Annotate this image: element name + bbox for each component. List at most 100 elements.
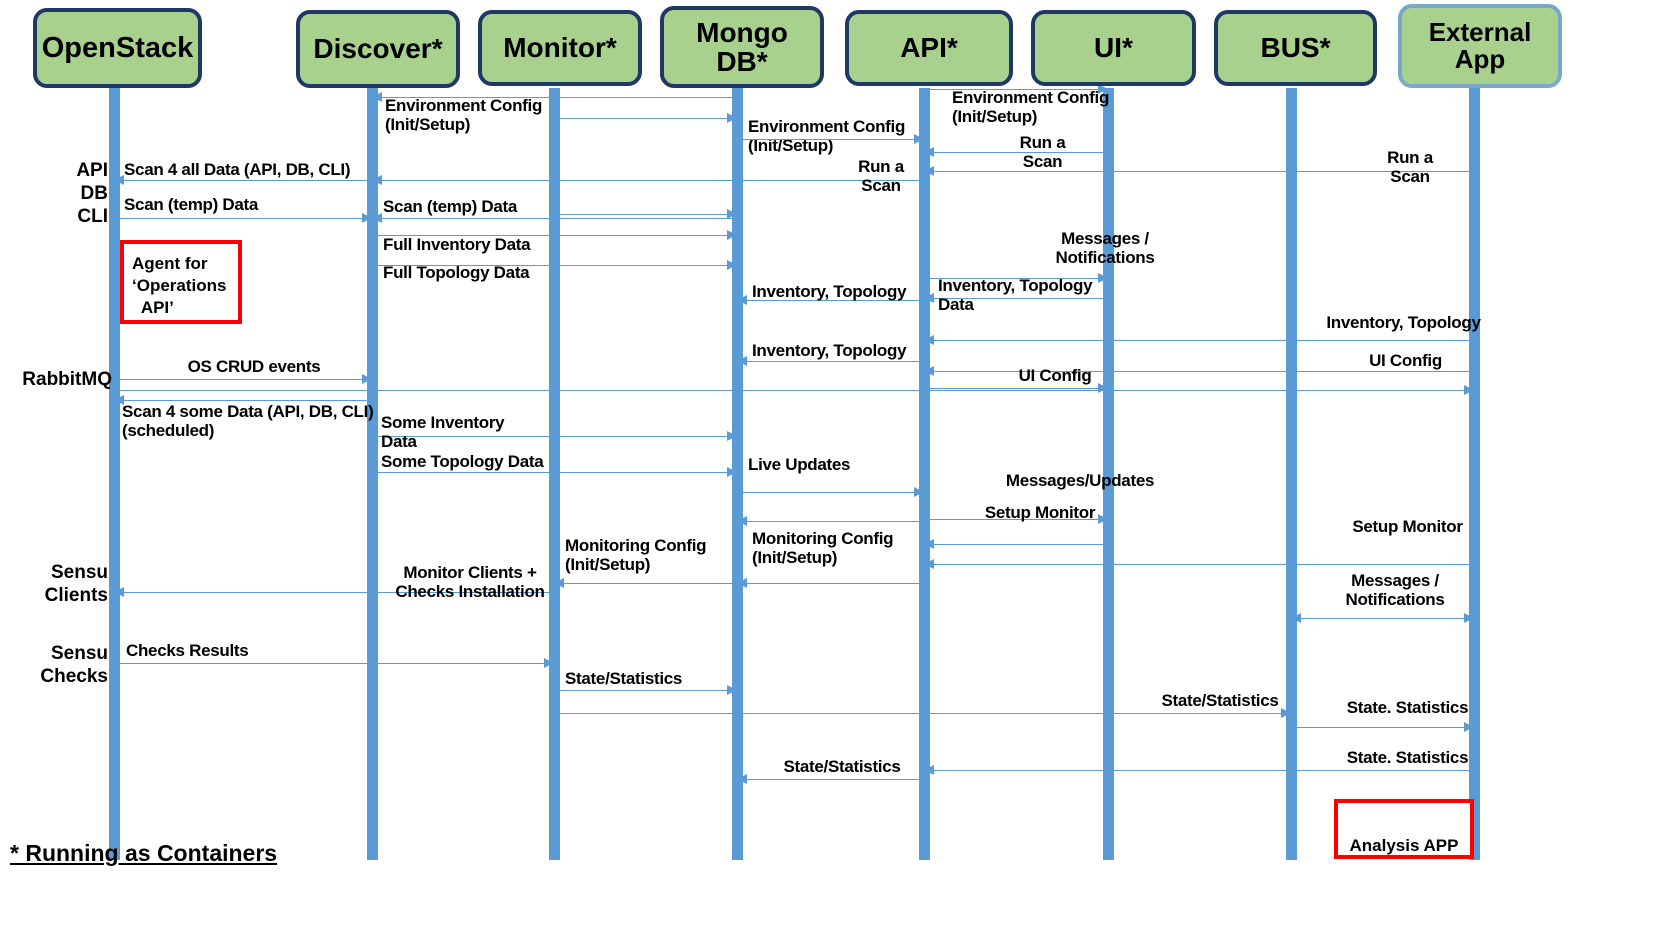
message-line-m39 (924, 770, 1474, 771)
arrow-head-m11 (727, 209, 737, 219)
actor-box-bus[interactable]: BUS* (1214, 10, 1377, 86)
message-line-m13 (372, 265, 737, 266)
callout-text-analysis-app: Analysis APP (1349, 836, 1459, 855)
arrow-head-m30 (924, 559, 934, 569)
message-label-m02: Environment Config (Init/Setup) (952, 88, 1110, 127)
message-line-m16 (924, 298, 1108, 299)
arrow-head-m27 (1098, 514, 1108, 524)
arrow-head-m13 (727, 260, 737, 270)
arrow-head-m09 (362, 213, 372, 223)
actor-box-discover[interactable]: Discover* (296, 10, 460, 88)
footnote: * Running as Containers (10, 840, 278, 866)
arrow-head-m17 (924, 335, 934, 345)
actor-box-ui[interactable]: UI* (1031, 10, 1196, 86)
message-label-m30: Setup Monitor (1352, 517, 1463, 536)
message-line-m05 (924, 152, 1108, 153)
message-label-m37: State/Statistics (1161, 691, 1279, 710)
message-line-m25 (372, 472, 737, 473)
message-label-m31: Monitoring Config (Init/Setup) (752, 529, 894, 568)
message-line-m33 (114, 592, 554, 593)
lifeline-bus (1286, 88, 1297, 860)
message-label-m39: State. Statistics (1346, 748, 1469, 767)
message-line-m18 (737, 361, 924, 362)
arrow-head-m34 (1464, 613, 1474, 623)
lifeline-openstack (109, 88, 120, 860)
arrow-head-m23 (114, 395, 124, 405)
message-label-m08: Scan 4 all Data (API, DB, CLI) (124, 160, 351, 179)
lifeline-mongodb (732, 88, 743, 860)
message-label-m33: Monitor Clients + Checks Installation (395, 563, 545, 602)
message-line-m17 (924, 340, 1474, 341)
message-label-m07: Run a Scan (858, 157, 904, 196)
message-label-m36: State/Statistics (565, 669, 683, 688)
arrow-head-m40 (737, 774, 747, 784)
arrow-head-m20 (1098, 383, 1108, 393)
message-line-m04 (737, 139, 924, 140)
arrow-head-m32 (554, 578, 564, 588)
message-label-m40: State/Statistics (783, 757, 901, 776)
message-label-m01: Environment Config (Init/Setup) (385, 96, 543, 135)
message-line-m01 (372, 97, 737, 98)
message-line-m10 (372, 218, 737, 219)
callout-text-agent-ops-api: Agent for ‘Operations API’ (132, 254, 227, 317)
arrow-head-m18 (737, 356, 747, 366)
message-label-m18: Inventory, Topology (752, 341, 907, 360)
arrow-head-m35 (544, 658, 554, 668)
message-line-m26 (737, 492, 924, 493)
message-line-m21 (114, 379, 372, 380)
arrow-head-m04 (914, 134, 924, 144)
arrow-head-m10 (372, 213, 382, 223)
arrow-head-m16 (924, 293, 934, 303)
lifeline-monitor (549, 88, 560, 860)
message-line-m28 (737, 521, 924, 522)
message-label-m14: Messages / Notifications (1055, 229, 1155, 268)
callout-agent-ops-api: Agent for ‘Operations API’ (120, 240, 242, 324)
arrow-head-m33 (114, 587, 124, 597)
actor-box-monitor[interactable]: Monitor* (478, 10, 642, 86)
actor-box-api[interactable]: API* (845, 10, 1013, 86)
message-line-m40 (737, 779, 924, 780)
actor-box-externalapp[interactable]: External App (1398, 4, 1562, 88)
arrow-head-m38 (1464, 722, 1474, 732)
side-label-sensu-checks: Sensu Checks (40, 643, 108, 687)
actor-box-openstack[interactable]: OpenStack (33, 8, 202, 88)
side-label-api-db-cli: API DB CLI (76, 160, 108, 227)
arrow-head-m06 (924, 166, 934, 176)
message-label-m23: Scan 4 some Data (API, DB, CLI) (schedul… (122, 402, 374, 441)
actor-box-mongodb[interactable]: Mongo DB* (660, 6, 824, 88)
message-label-m16: Inventory, Topology Data (938, 276, 1093, 315)
message-label-m24: Some Inventory Data (381, 413, 505, 452)
message-label-m13: Full Topology Data (383, 263, 530, 282)
arrow-head-m21 (362, 374, 372, 384)
message-line-m34 (1291, 618, 1474, 619)
arrow-head-m37 (1281, 708, 1291, 718)
message-label-m03: Environment Config (Init/Setup) (748, 117, 906, 156)
message-line-m22 (114, 390, 1474, 391)
message-line-m27 (924, 519, 1108, 520)
lifeline-discover (367, 88, 378, 860)
message-line-m29 (924, 544, 1108, 545)
callout-analysis-app: Analysis APP (1334, 799, 1474, 859)
message-line-m19 (924, 371, 1474, 372)
side-label-sensu-clients: Sensu Clients (44, 562, 108, 606)
arrow-head-m31 (737, 578, 747, 588)
message-line-m23 (114, 400, 372, 401)
message-line-m08 (114, 180, 372, 181)
arrow-head-m36 (727, 685, 737, 695)
arrow-head-m24 (727, 431, 737, 441)
message-label-m32: Monitoring Config (Init/Setup) (565, 536, 707, 575)
message-line-m24 (372, 436, 737, 437)
arrow-head-m34 (1291, 613, 1301, 623)
message-label-m17: Inventory, Topology (1326, 313, 1481, 332)
arrow-head-m25 (727, 467, 737, 477)
message-label-m06: Run a Scan (1387, 148, 1433, 187)
message-line-m11 (554, 214, 737, 215)
message-line-m38 (1291, 727, 1474, 728)
message-line-m14 (924, 278, 1108, 279)
message-line-m30 (924, 564, 1474, 565)
message-label-m10: Scan (temp) Data (383, 197, 518, 216)
lifeline-ui (1103, 88, 1114, 860)
message-label-m21: OS CRUD events (187, 357, 321, 376)
message-line-m12 (372, 235, 737, 236)
